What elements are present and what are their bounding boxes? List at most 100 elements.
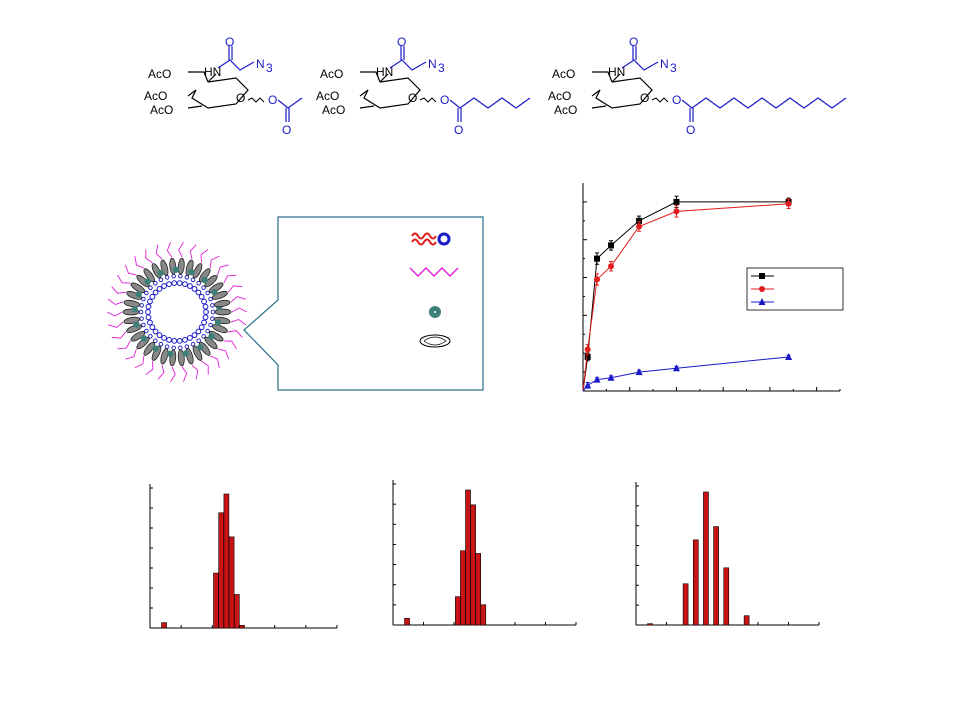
lipid-head xyxy=(201,319,207,326)
carbonyl-oxygen-label: O xyxy=(282,123,291,137)
nanoparticle xyxy=(126,291,142,300)
amide-bond xyxy=(389,59,427,71)
acetoxy-label-1: AcO xyxy=(148,67,171,81)
histogram-bar xyxy=(213,572,219,629)
nanoparticle xyxy=(212,324,228,333)
lipid-head-outer xyxy=(210,303,215,308)
nh-bond xyxy=(611,73,621,83)
acetoxy-label-3: AcO xyxy=(150,103,173,117)
lipid-head-outer xyxy=(141,322,146,328)
peg-chain xyxy=(230,318,247,326)
lipid-head-outer xyxy=(164,344,170,349)
data-point xyxy=(636,223,643,230)
peg-chain xyxy=(111,286,126,294)
size-histogram-3 xyxy=(635,482,820,626)
legend-marker xyxy=(759,286,765,292)
peg-chain xyxy=(209,255,220,269)
nanoparticle xyxy=(192,263,203,279)
sugar-ring xyxy=(191,77,249,109)
oac-bond-2 xyxy=(359,89,369,97)
lipid-head xyxy=(195,328,202,335)
lipid-head xyxy=(202,303,209,310)
ring-oxygen-label: O xyxy=(408,91,417,105)
lipid-head xyxy=(201,298,207,305)
lipid-head xyxy=(198,293,205,300)
peg-chain xyxy=(201,360,209,375)
drug-dot xyxy=(211,288,218,296)
peg-chain xyxy=(145,361,154,376)
lipid-head-outer xyxy=(144,290,149,296)
lipid-head xyxy=(166,336,172,343)
drug-dot xyxy=(182,350,190,357)
lipid-head xyxy=(187,335,193,341)
peg-chain xyxy=(230,296,246,303)
amide-oxygen-label: O xyxy=(397,35,406,49)
data-point xyxy=(672,364,680,372)
chain-icon xyxy=(409,266,459,278)
lipid-head-outer xyxy=(148,334,153,339)
lipid-head xyxy=(195,289,202,296)
lipid-head xyxy=(145,309,151,315)
series-3 xyxy=(582,352,793,392)
lipid-head xyxy=(161,283,167,289)
nh-label: HN xyxy=(204,65,221,79)
lipid-head xyxy=(187,283,193,289)
peg-chain xyxy=(117,274,131,284)
lipid-head xyxy=(147,298,153,305)
acetoxy-label-3: AcO xyxy=(554,103,577,117)
lipid-head-outer xyxy=(196,338,201,343)
size-histogram-2 xyxy=(392,480,577,626)
lipid-head-outer xyxy=(208,296,213,302)
histogram-bar xyxy=(692,539,699,626)
lipid-head-outer xyxy=(171,345,176,351)
nh-label: HN xyxy=(376,65,393,79)
nh-bond xyxy=(379,73,389,83)
drug-dot xyxy=(214,319,222,326)
lipid-head-outer xyxy=(144,328,149,334)
drug-dot xyxy=(172,266,180,273)
acetoxy-label-2: AcO xyxy=(548,89,571,103)
series-line xyxy=(582,356,789,392)
lipid-head-outer xyxy=(138,309,144,315)
legend-callout xyxy=(243,216,484,391)
series-2 xyxy=(582,198,792,392)
lipid-head-outer xyxy=(158,341,164,347)
nanoparticle xyxy=(185,259,194,276)
nanoparticle-outline xyxy=(419,334,451,348)
azide-subscript: 3 xyxy=(438,61,445,75)
peg-chain xyxy=(181,366,188,382)
lipid-head xyxy=(191,285,198,292)
legend-icons xyxy=(409,232,459,348)
lipid-head xyxy=(182,336,188,343)
drug-dot xyxy=(208,333,215,340)
lipid-head-outer xyxy=(196,281,201,286)
acetoxy-label-3: AcO xyxy=(322,103,345,117)
lipid-head xyxy=(171,280,178,287)
data-point xyxy=(673,208,680,215)
acetoxy-label-1: AcO xyxy=(320,67,343,81)
lipid-tail-icon-2 xyxy=(411,238,437,246)
lipid-head xyxy=(145,314,152,321)
lipid-head-outer xyxy=(201,285,206,290)
azide-label: N xyxy=(660,57,669,71)
size-histogram-1 xyxy=(149,484,338,629)
histogram-bar xyxy=(228,536,235,629)
lipid-head-outer xyxy=(139,303,144,308)
peg-chain xyxy=(107,298,124,306)
drug-dot-inner xyxy=(434,311,436,313)
wavy-bond xyxy=(247,97,265,103)
lipid-head xyxy=(156,285,163,292)
lipid-head-icon xyxy=(437,232,451,246)
histogram-bar xyxy=(460,550,466,626)
nanoparticle xyxy=(130,282,146,294)
nanoparticle xyxy=(160,259,169,276)
nanoparticle xyxy=(177,257,185,275)
data-point xyxy=(594,255,601,262)
peg-chain xyxy=(155,244,163,260)
sugar-ring xyxy=(595,77,653,109)
histogram-bar xyxy=(682,583,689,626)
peg-chain xyxy=(189,244,197,260)
lipid-head xyxy=(152,289,159,296)
